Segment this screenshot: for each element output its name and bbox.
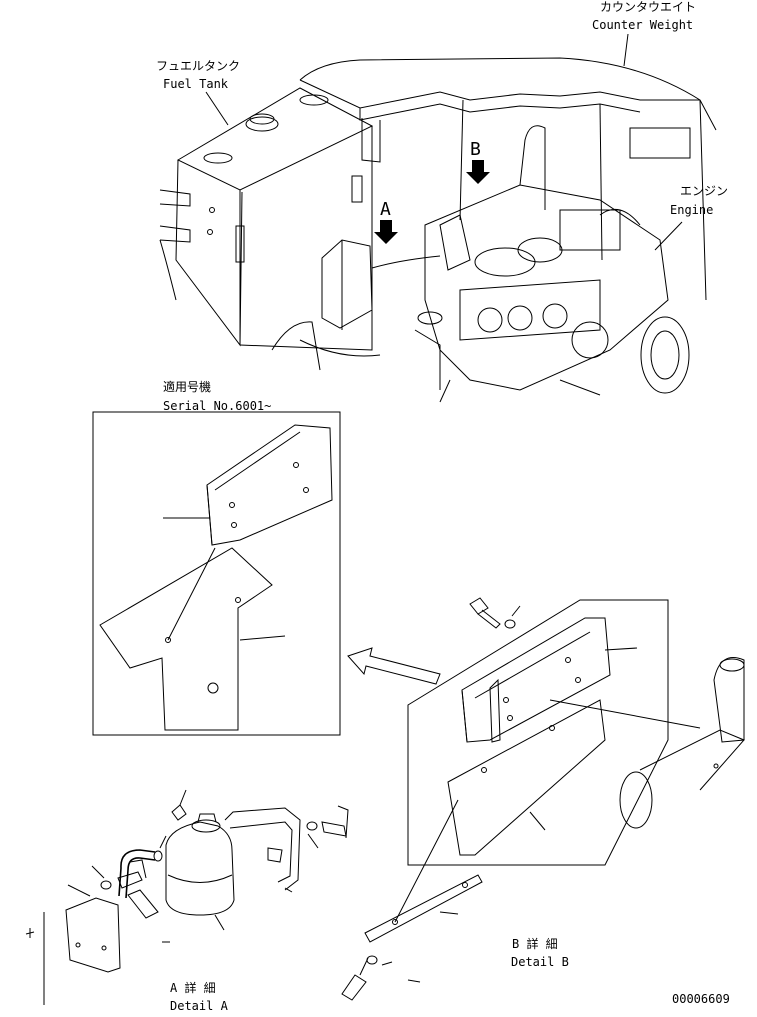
engine-label-en: Engine <box>670 203 713 217</box>
fuel-tank-label-en: Fuel Tank <box>163 77 229 91</box>
serial-label-jp: 適用号機 <box>163 379 211 394</box>
view-a-label: A <box>380 199 391 220</box>
detail-b-label-jp: B 詳 細 <box>512 936 558 951</box>
serial-variant-box <box>92 411 341 736</box>
detail-b-label-en: Detail B <box>511 955 569 969</box>
detail-a-label-jp: A 詳 細 <box>170 980 216 995</box>
variant-pointer-arrow <box>347 647 441 685</box>
detail-a-label-en: Detail A <box>170 999 229 1012</box>
serial-label-en: Serial No.6001~ <box>163 399 271 413</box>
muffler-pipe <box>619 657 745 829</box>
engine-label-jp: エンジン <box>680 184 728 198</box>
counter-weight-label-en: Counter Weight <box>592 18 693 32</box>
detail-a <box>25 789 349 1005</box>
counter-weight-leader <box>623 33 629 67</box>
machine-overview <box>159 33 717 403</box>
reservoir-tank-overview <box>299 239 441 357</box>
view-b-label: B <box>470 139 481 160</box>
engine-leader <box>654 221 683 251</box>
engine <box>414 125 690 403</box>
view-arrow-b <box>466 160 490 184</box>
fuel-tank-label-jp: フュエルタンク <box>156 59 240 73</box>
frame-curve <box>271 321 321 371</box>
counter-weight-label-jp: カウンタウエイト <box>600 0 696 14</box>
view-arrow-a <box>374 220 398 244</box>
fuel-tank-leader <box>205 91 229 126</box>
detail-b <box>341 597 701 1001</box>
drawing-number: 00006609 <box>672 992 730 1006</box>
counter-weight <box>299 57 717 301</box>
fuel-tank <box>159 87 381 351</box>
